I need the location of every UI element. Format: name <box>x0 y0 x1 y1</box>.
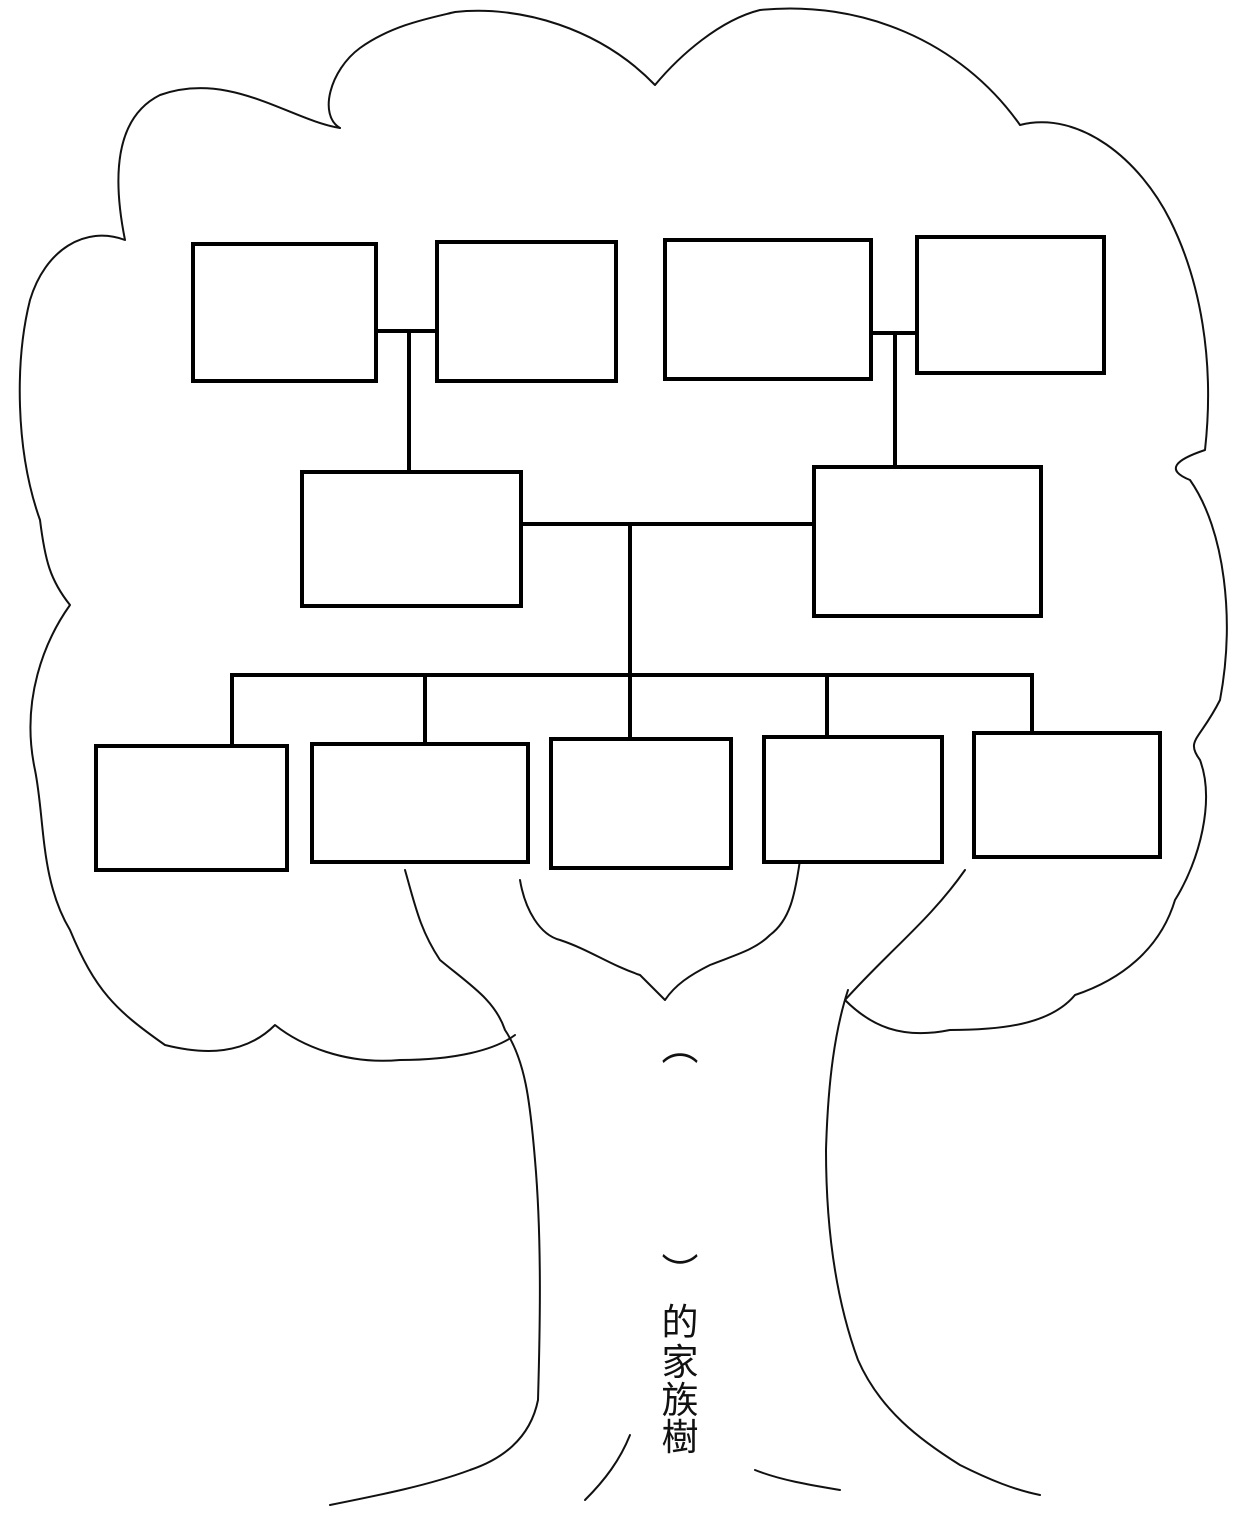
crown-underside <box>520 860 800 1000</box>
grandparent-box-2[interactable] <box>437 242 616 381</box>
root-right <box>755 1470 840 1490</box>
trunk-left-edge <box>330 870 540 1505</box>
title-char-jia: 家 <box>662 1341 699 1384</box>
parent-box-1[interactable] <box>302 472 521 606</box>
title-char-shu: 樹 <box>662 1416 699 1459</box>
child-box-1[interactable] <box>96 746 287 870</box>
title-close-bracket: ︶ <box>662 1251 699 1294</box>
child-box-2[interactable] <box>312 744 528 862</box>
child-box-3[interactable] <box>551 739 731 868</box>
grandparent-box-4[interactable] <box>917 237 1104 373</box>
child-box-4[interactable] <box>764 737 942 862</box>
parent-box-2[interactable] <box>814 467 1041 616</box>
child-box-5[interactable] <box>974 733 1160 857</box>
grandparent-box-3[interactable] <box>665 240 871 379</box>
title-open-bracket: ︵ <box>662 1026 699 1069</box>
title-char-de: 的 <box>662 1301 699 1344</box>
trunk-right-edge <box>826 990 1040 1495</box>
root-left <box>585 1435 630 1500</box>
grandparent-box-1[interactable] <box>193 244 376 381</box>
